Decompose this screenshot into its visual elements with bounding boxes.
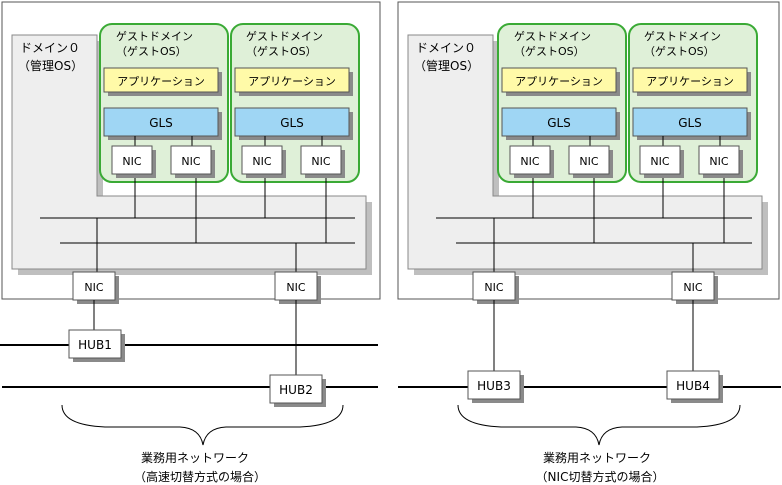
left-app1-label: アプリケーション [117, 75, 205, 88]
left-app1-box [103, 67, 219, 93]
right-domain0-label: ドメイン０ [416, 41, 476, 55]
left-brace [61, 404, 344, 446]
left-g2-nic-b [300, 145, 342, 175]
right-app2-label: アプリケーション [646, 75, 734, 88]
left-g2-nic-b-label: NIC [311, 155, 330, 168]
left-diagram: ドメイン０ （管理OS） ゲストドメイン （ゲストOS） アプリケーション GL… [0, 1, 381, 484]
left-app2-box [234, 67, 350, 93]
right-g1-nic-a [509, 145, 551, 175]
right-gls1-box [501, 107, 617, 137]
right-g1-nic-b [568, 145, 610, 175]
right-g1-nic-b-label: NIC [579, 155, 598, 168]
left-gls2-box [234, 107, 350, 137]
right-diagram: ドメイン０ （管理OS） ゲストドメイン （ゲストOS） アプリケーション GL… [397, 1, 781, 484]
right-phys-nic-b-label: NIC [683, 281, 702, 294]
left-g1-nic-b-label: NIC [181, 155, 200, 168]
left-hub-a [68, 329, 122, 359]
left-app2-label: アプリケーション [248, 75, 336, 88]
right-app1-label: アプリケーション [515, 75, 603, 88]
right-guest2-title: ゲストドメイン [644, 30, 721, 43]
left-hub-a-label: HUB1 [78, 338, 112, 352]
left-guest-domain-1 [99, 23, 229, 183]
right-guest-domain-1 [497, 23, 627, 183]
right-app1-box [501, 67, 617, 93]
right-network [398, 300, 781, 388]
right-hub-b-label: HUB4 [676, 379, 710, 393]
right-g2-nic-a-label: NIC [650, 155, 669, 168]
right-guest1-title: ゲストドメイン [514, 30, 591, 43]
right-hub-a [467, 370, 521, 400]
right-guest2-subtitle: （ゲストOS） [644, 45, 715, 58]
right-gls1-label: GLS [547, 116, 571, 130]
right-gls2-box [632, 107, 748, 137]
left-guest-domain-2 [230, 23, 360, 183]
right-g2-nic-b-label: NIC [709, 155, 728, 168]
right-virtual-bridges [436, 178, 752, 272]
right-hub-b [666, 370, 720, 400]
right-phys-nic-a-label: NIC [484, 281, 503, 294]
right-caption-title: 業務用ネットワーク [543, 451, 651, 465]
left-network [0, 300, 378, 388]
right-domain0-sublabel: （管理OS） [414, 58, 479, 73]
left-gls1-box [103, 107, 219, 137]
left-phys-nic-b-label: NIC [286, 281, 305, 294]
left-guest1-title: ゲストドメイン [116, 30, 193, 43]
left-gls2-label: GLS [280, 116, 304, 130]
left-guest2-subtitle: （ゲストOS） [246, 45, 317, 58]
left-guest2-title: ゲストドメイン [246, 30, 323, 43]
left-g2-nic-a-label: NIC [252, 155, 271, 168]
left-domain0-label: ドメイン０ [20, 41, 80, 55]
left-g1-nic-a-label: NIC [122, 155, 141, 168]
left-hub-b [269, 374, 323, 404]
right-domain0-area [407, 34, 763, 270]
left-g1-nic-b [170, 145, 212, 175]
left-caption-title: 業務用ネットワーク [141, 451, 249, 465]
right-caption-subtitle: （NIC切替方式の場合） [536, 469, 665, 484]
left-gls1-label: GLS [149, 116, 173, 130]
left-caption-subtitle: （高速切替方式の場合） [134, 469, 266, 484]
left-g1-nic-a [111, 145, 153, 175]
left-guest1-subtitle: （ゲストOS） [116, 45, 187, 58]
right-g2-nic-b [698, 145, 740, 175]
right-hub-a-label: HUB3 [477, 379, 511, 393]
left-g2-nic-a [241, 145, 283, 175]
right-brace [457, 404, 741, 446]
right-g2-nic-a [639, 145, 681, 175]
right-guest1-subtitle: （ゲストOS） [514, 45, 585, 58]
left-phys-nic-a-label: NIC [84, 281, 103, 294]
right-app2-box [632, 67, 748, 93]
left-hub-b-label: HUB2 [279, 383, 313, 397]
right-phys-nic-a [472, 271, 516, 301]
right-gls2-label: GLS [678, 116, 702, 130]
left-domain0-area [11, 34, 367, 270]
right-guest-domain-2 [628, 23, 758, 183]
left-domain0-sublabel: （管理OS） [18, 58, 83, 73]
right-g1-nic-a-label: NIC [520, 155, 539, 168]
left-virtual-bridges [40, 178, 355, 272]
